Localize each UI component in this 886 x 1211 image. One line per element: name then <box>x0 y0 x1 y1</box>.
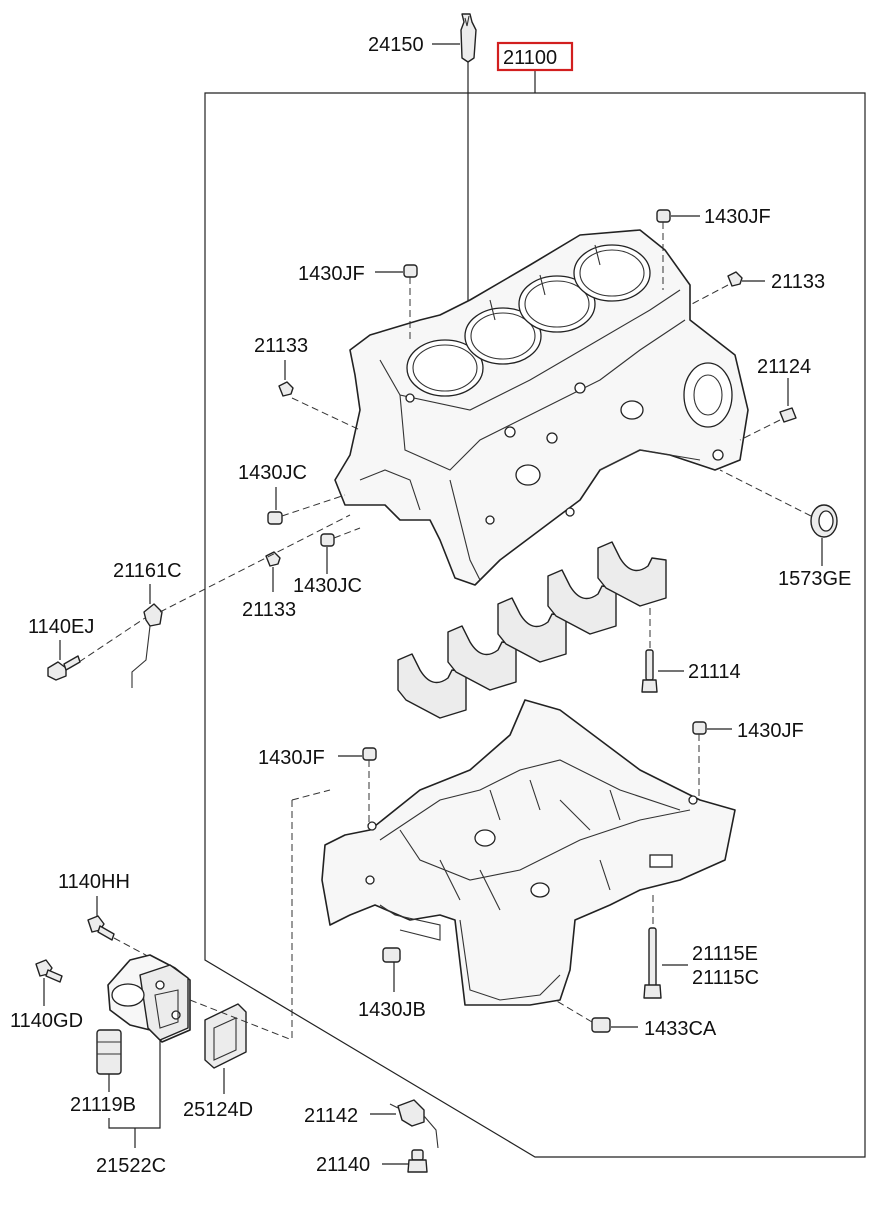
label-21161C[interactable]: 21161C <box>113 560 182 582</box>
dowel-pin-top-left[interactable] <box>375 264 418 340</box>
dowel-1430JC-lower[interactable] <box>320 527 361 574</box>
label-1140EJ[interactable]: 1140EJ <box>28 616 94 638</box>
label-1430JF-top-right[interactable]: 1430JF <box>704 206 771 228</box>
dowel-1430JF-pan-left[interactable] <box>338 747 377 822</box>
oil-jet-21161C[interactable] <box>69 514 351 688</box>
oil-filter-21119B[interactable] <box>96 1029 122 1092</box>
bolt-21140[interactable] <box>382 1149 428 1173</box>
label-21115C[interactable]: 21115C <box>692 967 759 989</box>
label-1433CA[interactable]: 1433CA <box>644 1018 717 1040</box>
label-21133-right[interactable]: 21133 <box>771 271 825 293</box>
label-1430JC-lower[interactable]: 1430JC <box>293 575 362 597</box>
dowel-pin-top-right[interactable] <box>656 209 700 290</box>
label-1140HH[interactable]: 1140HH <box>58 871 130 893</box>
label-21133-lower[interactable]: 21133 <box>242 599 296 621</box>
label-21133-left[interactable]: 21133 <box>254 335 308 357</box>
bearing-cap-bolt-21114[interactable] <box>641 649 684 693</box>
label-1430JF-pan-left[interactable]: 1430JF <box>258 747 325 769</box>
dowel-1430JB[interactable] <box>382 947 401 992</box>
plug-left[interactable] <box>278 360 361 431</box>
label-1430JC-upper[interactable]: 1430JC <box>238 462 307 484</box>
label-21124[interactable]: 21124 <box>757 356 811 378</box>
label-21522C[interactable]: 21522C <box>96 1155 166 1177</box>
crankcase-bolt-21115[interactable] <box>643 895 688 999</box>
plug-21133-lower[interactable] <box>265 551 281 592</box>
label-1430JF-pan-right[interactable]: 1430JF <box>737 720 804 742</box>
label-1430JB[interactable]: 1430JB <box>358 999 426 1021</box>
gasket-25124D[interactable] <box>189 999 293 1094</box>
lower-crankcase-part[interactable] <box>321 699 736 1006</box>
plug-right[interactable] <box>689 271 765 306</box>
label-21100[interactable]: 21100 <box>503 47 557 69</box>
highlight-box-21100 <box>496 41 574 72</box>
plug-21124[interactable] <box>739 378 797 441</box>
label-21114[interactable]: 21114 <box>688 661 741 683</box>
oil-filter-housing-21522C[interactable] <box>107 954 191 1043</box>
dipstick-guide-part[interactable] <box>460 13 477 335</box>
label-21119B[interactable]: 21119B <box>70 1094 136 1116</box>
label-24150: 24150 <box>368 34 424 56</box>
label-21142[interactable]: 21142 <box>304 1105 358 1127</box>
cylinder-block-part[interactable] <box>334 229 749 586</box>
assembly-frame <box>204 70 866 1158</box>
label-21140[interactable]: 21140 <box>316 1154 370 1176</box>
bracket-21522C <box>108 1040 161 1148</box>
label-1140GD[interactable]: 1140GD <box>10 1010 83 1032</box>
label-25124D[interactable]: 25124D <box>183 1099 253 1121</box>
oil-seal-1573GE[interactable] <box>719 469 838 566</box>
label-1573GE[interactable]: 1573GE <box>778 568 851 590</box>
sensor-21142[interactable] <box>370 1099 439 1149</box>
bolt-1140GD[interactable] <box>35 959 63 1006</box>
main-bearing-caps[interactable] <box>397 541 667 719</box>
bolt-1140EJ[interactable] <box>47 640 81 681</box>
dowel-1433CA[interactable] <box>554 999 638 1033</box>
bolt-1140HH[interactable] <box>87 896 171 969</box>
label-21115E[interactable]: 21115E <box>692 943 758 965</box>
dowel-1430JF-pan-right[interactable] <box>692 721 732 798</box>
dowel-1430JC-upper[interactable] <box>267 487 346 525</box>
label-1430JF-top-left[interactable]: 1430JF <box>298 263 365 285</box>
